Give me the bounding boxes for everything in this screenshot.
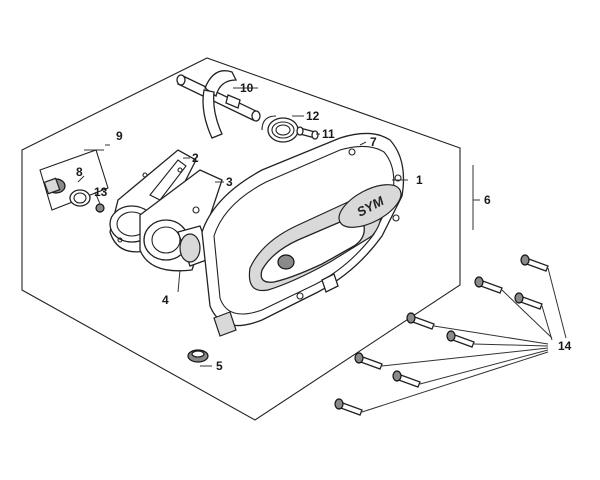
callout-5: 5 — [216, 359, 223, 373]
callout-4: 4 — [162, 293, 169, 307]
part-5-oil-seal — [187, 349, 209, 363]
part-11-bushing — [296, 126, 319, 140]
bolt — [354, 352, 383, 370]
callout-9: 9 — [116, 129, 123, 143]
bolt — [392, 370, 421, 388]
part-1-crankcase-cover: SYM — [201, 132, 405, 337]
bolt — [474, 276, 503, 294]
bolt — [446, 330, 475, 348]
callout-labels: 1 2 3 4 5 6 7 8 9 10 11 12 13 14 — [76, 81, 572, 373]
part-12-spring — [261, 115, 299, 143]
callout-13: 13 — [94, 185, 108, 199]
callout-3: 3 — [226, 175, 233, 189]
callout-10: 10 — [240, 81, 254, 95]
callout-2: 2 — [192, 151, 199, 165]
callout-14: 14 — [558, 339, 572, 353]
callout-7: 7 — [370, 135, 377, 149]
bolt — [334, 398, 363, 416]
leader-lines — [77, 87, 567, 413]
bolt — [406, 312, 435, 330]
part-10-kick-shaft — [176, 70, 261, 139]
callout-8: 8 — [76, 165, 83, 179]
part-14-bolts — [334, 254, 549, 416]
callout-1: 1 — [416, 173, 423, 187]
assembly-boundary — [21, 57, 461, 421]
callout-11: 11 — [322, 127, 335, 141]
callout-12: 12 — [306, 109, 320, 123]
bolt — [514, 292, 543, 310]
part-3-gasket-plate — [139, 169, 223, 272]
callout-6: 6 — [484, 193, 491, 207]
part-9-cover-group — [39, 149, 109, 213]
bolt — [520, 254, 549, 272]
